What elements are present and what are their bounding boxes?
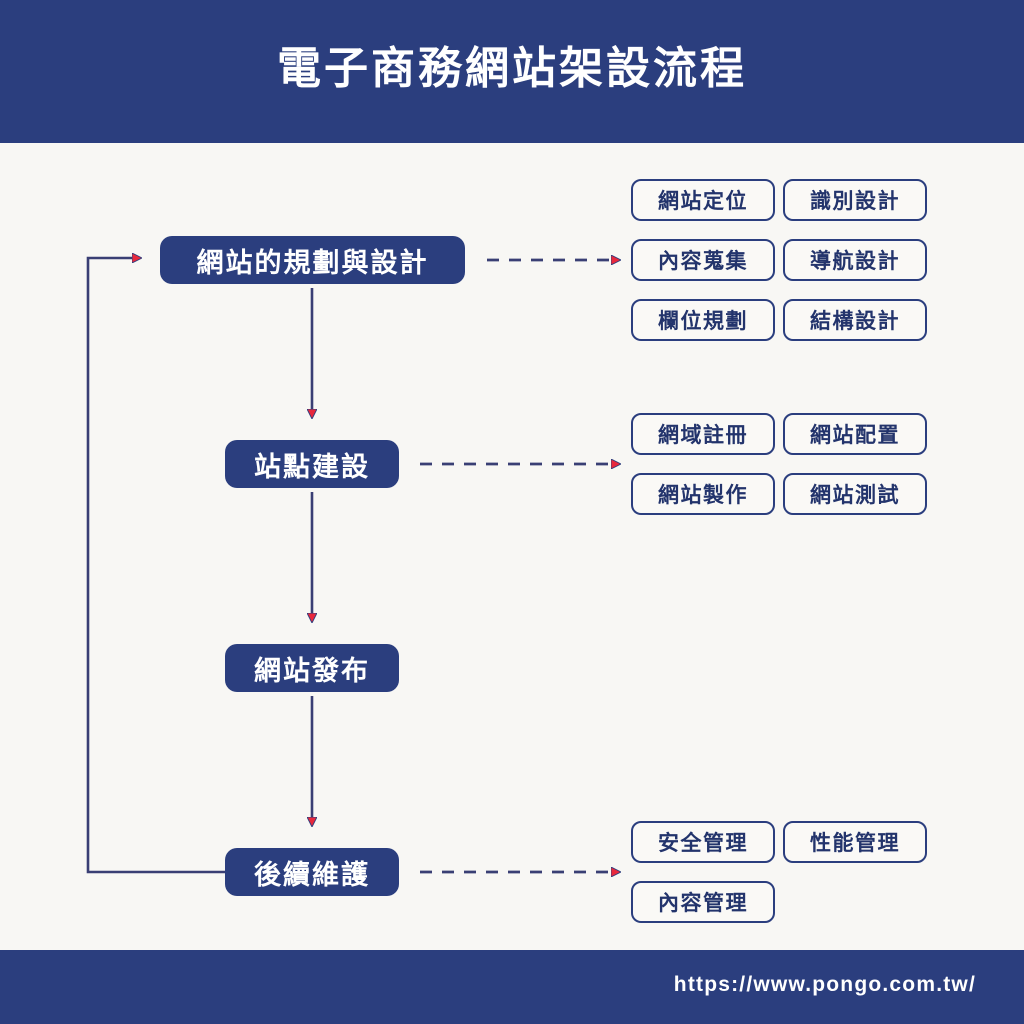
sub-item-label: 結構設計 xyxy=(810,310,900,333)
footer-url[interactable]: https://www.pongo.com.tw/ xyxy=(673,973,976,996)
page-title: 電子商務網站架設流程 xyxy=(277,44,747,93)
sub-item-box[interactable]: 安全管理 xyxy=(631,821,775,863)
sub-item-label: 內容管理 xyxy=(658,892,748,915)
sub-item-label: 網站製作 xyxy=(658,484,748,507)
stage-node-label: 網站的規劃與設計 xyxy=(196,247,429,278)
sub-item-label: 網站測試 xyxy=(810,484,900,507)
sub-item-label: 性能管理 xyxy=(810,832,900,855)
stage-node-label: 網站發布 xyxy=(254,655,370,686)
sub-item-box[interactable]: 性能管理 xyxy=(783,821,927,863)
stage-node-label: 站點建設 xyxy=(254,451,370,482)
dashed-connectors xyxy=(420,260,612,872)
feedback-loop-connector xyxy=(86,258,225,874)
sub-item-label: 識別設計 xyxy=(810,190,900,213)
sub-item-box[interactable]: 欄位規劃 xyxy=(631,299,775,341)
sub-item-box[interactable]: 網域註冊 xyxy=(631,413,775,455)
sub-item-box[interactable]: 導航設計 xyxy=(783,239,927,281)
sub-item-label: 網站配置 xyxy=(810,424,900,447)
sub-item-label: 安全管理 xyxy=(658,832,748,855)
header-band xyxy=(0,0,1024,143)
sub-item-box[interactable]: 結構設計 xyxy=(783,299,927,341)
sub-item-box[interactable]: 網站製作 xyxy=(631,473,775,515)
sub-item-box[interactable]: 網站測試 xyxy=(783,473,927,515)
sub-item-label: 導航設計 xyxy=(810,250,900,273)
sub-item-box[interactable]: 內容管理 xyxy=(631,881,775,923)
sub-item-box[interactable]: 識別設計 xyxy=(783,179,927,221)
sub-item-box[interactable]: 網站定位 xyxy=(631,179,775,221)
sub-item-label: 內容蒐集 xyxy=(658,250,748,273)
sub-item-label: 欄位規劃 xyxy=(658,310,748,333)
stage-node-publish[interactable]: 網站發布 xyxy=(225,644,399,692)
sub-item-label: 網站定位 xyxy=(658,190,748,213)
sub-item-label: 網域註冊 xyxy=(658,424,748,447)
sub-item-box[interactable]: 內容蒐集 xyxy=(631,239,775,281)
stage-node-label: 後續維護 xyxy=(254,859,370,890)
footer-band xyxy=(0,950,1024,1024)
stage-node-construction[interactable]: 站點建設 xyxy=(225,440,399,488)
stage-node-maintenance[interactable]: 後續維護 xyxy=(225,848,399,896)
stage-node-planning[interactable]: 網站的規劃與設計 xyxy=(160,236,465,284)
sub-item-box[interactable]: 網站配置 xyxy=(783,413,927,455)
